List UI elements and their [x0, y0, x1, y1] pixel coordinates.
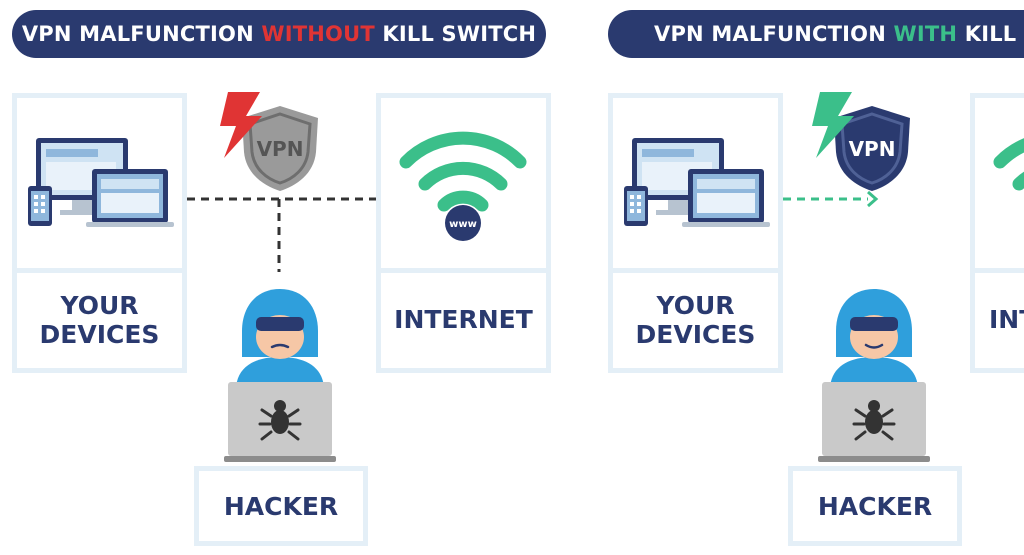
- box-divider: [975, 268, 1024, 273]
- devices-icon: [28, 138, 174, 227]
- internet-label: INTERNET: [394, 305, 533, 334]
- panel-with-kill-switch: VPN MALFUNCTION WITH KILL SW YOUR DEVICE…: [596, 0, 1024, 555]
- laptop-bug-icon: [818, 382, 930, 462]
- devices-icon: [624, 138, 770, 227]
- box-divider: [17, 268, 182, 273]
- title-banner: VPN MALFUNCTION WITH KILL SW: [608, 10, 1024, 58]
- lightning-icon: [812, 92, 854, 158]
- hacker-icon: [236, 289, 324, 387]
- wifi-icon: [993, 138, 1024, 191]
- title-highlight: WITHOUT: [261, 22, 375, 46]
- devices-label-line2: DEVICES: [39, 320, 160, 349]
- devices-label-line1: YOUR: [656, 291, 735, 320]
- lightning-icon: [220, 92, 262, 158]
- vpn-text: VPN: [257, 137, 304, 161]
- devices-label: YOUR DEVICES: [17, 291, 182, 349]
- vpn-shield-icon: VPN: [242, 106, 318, 191]
- www-text: www: [449, 219, 477, 230]
- hacker-label: HACKER: [223, 492, 339, 521]
- devices-label-line1: YOUR: [60, 291, 139, 320]
- wifi-icon: www: [399, 131, 527, 241]
- laptop-bug-icon: [224, 382, 336, 462]
- title-suffix: KILL SWITCH: [374, 22, 537, 46]
- panel-without-kill-switch: VPN MALFUNCTION WITHOUT KILL SWITCH YOUR…: [12, 10, 551, 546]
- internet-box: INT: [970, 93, 1024, 373]
- devices-label-line2: DEVICES: [635, 320, 756, 349]
- hacker-label: HACKER: [817, 492, 933, 521]
- vpn-shield-icon: VPN: [834, 106, 910, 191]
- hacker-icon: [830, 289, 918, 387]
- hacker-box: HACKER: [788, 466, 962, 546]
- box-divider: [381, 268, 546, 273]
- title-banner: VPN MALFUNCTION WITHOUT KILL SWITCH: [12, 10, 546, 58]
- title-prefix: VPN MALFUNCTION: [21, 22, 262, 46]
- box-divider: [613, 268, 778, 273]
- devices-label: YOUR DEVICES: [613, 291, 778, 349]
- hacker-box: HACKER: [194, 466, 368, 546]
- title-highlight: WITH: [893, 22, 958, 46]
- connection-lines: [783, 190, 879, 208]
- internet-label: INT: [989, 305, 1024, 334]
- title-prefix: VPN MALFUNCTION: [654, 22, 894, 46]
- connection-lines: [187, 197, 376, 272]
- vpn-text: VPN: [849, 137, 896, 161]
